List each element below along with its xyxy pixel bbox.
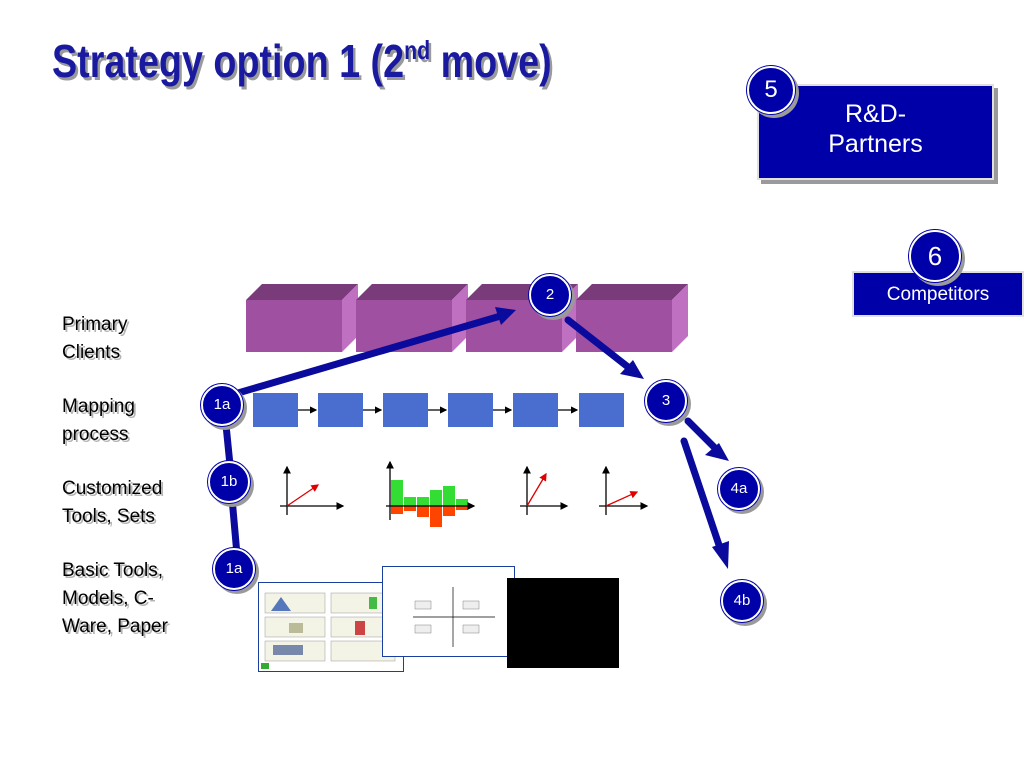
primary-client-blocks	[246, 284, 688, 352]
client-block-3	[466, 284, 578, 352]
process-box-4	[448, 393, 493, 427]
vector-chart-1	[280, 465, 345, 515]
process-box-1	[253, 393, 298, 427]
vector-chart-2	[520, 465, 569, 515]
process-box-6	[579, 393, 624, 427]
step-1a-badge: 1a	[201, 384, 243, 426]
step-5-badge: 5	[747, 66, 795, 114]
step-6-badge: 6	[909, 230, 961, 282]
step-3-badge: 3	[645, 380, 687, 422]
process-box-5	[513, 393, 558, 427]
client-block-1	[246, 284, 358, 352]
bar-chart-tool	[386, 460, 476, 527]
rd-partners-box: R&D-Partners	[757, 84, 994, 180]
step-2-badge: 2	[529, 274, 571, 316]
page-title: Strategy option 1 (2nd move)	[52, 35, 552, 87]
step-1a-lower-badge: 1a	[213, 548, 255, 590]
process-box-3	[383, 393, 428, 427]
client-block-4	[576, 284, 688, 352]
process-box-2	[318, 393, 363, 427]
document-thumbnail-2	[382, 566, 515, 657]
document-thumbnail-1	[258, 582, 404, 672]
step-1b-badge: 1b	[208, 461, 250, 503]
step-4b-badge: 4b	[721, 580, 763, 622]
document-thumbnail-dark	[507, 578, 619, 668]
competitors-box: Competitors	[852, 271, 1024, 317]
vector-chart-3	[599, 465, 649, 515]
step-4a-badge: 4a	[718, 468, 760, 510]
layer-label-basic-tools: Basic Tools,Models, C-Ware, Paper	[62, 560, 168, 637]
